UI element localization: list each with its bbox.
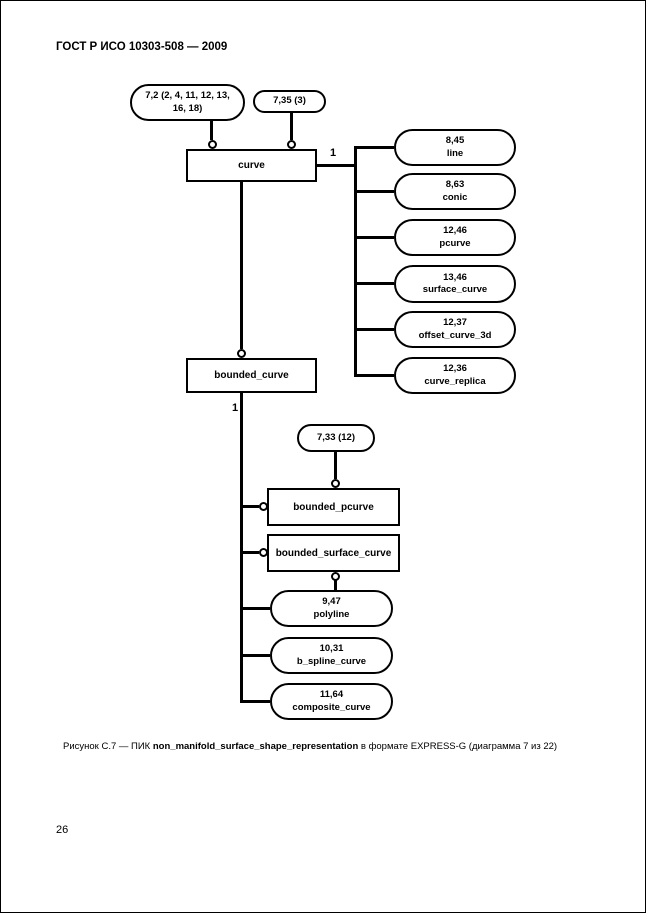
connector-circle [237, 349, 246, 358]
entity-bounded-curve: bounded_curve [186, 358, 317, 393]
oval-line-label: line [446, 147, 464, 159]
figure-caption: Рисунок С.7 — ПИК non_manifold_surface_s… [63, 741, 603, 752]
oval-composite-curve: 11,64 composite_curve [270, 683, 393, 720]
page-ref-oval-733: 7,33 (12) [297, 424, 375, 452]
oval-polyline: 9,47 polyline [270, 590, 393, 627]
entity-bounded-surface-curve-label: bounded_surface_curve [275, 547, 392, 559]
oval-pcurve-ref: 12,46 [443, 225, 467, 237]
page-ref-733-text: 7,33 (12) [316, 431, 356, 443]
connector-line [316, 164, 357, 167]
figure-caption-suffix: в формате EXPRESS-G (диаграмма 7 из 22) [358, 741, 558, 752]
oval-b-spline-curve-ref: 10,31 [319, 643, 344, 655]
oval-offset-curve-3d-ref: 12,37 [443, 317, 467, 329]
page-ref-oval-2: 7,35 (3) [253, 90, 326, 113]
oval-line-ref: 8,45 [445, 135, 465, 147]
connector-line [290, 111, 293, 140]
connector-line [356, 146, 394, 149]
connector-line [356, 190, 394, 193]
entity-curve: curve [186, 149, 317, 182]
oval-pcurve-label: pcurve [439, 237, 471, 249]
connector-line [240, 181, 243, 349]
document-header: ГОСТ Р ИСО 10303-508 — 2009 [56, 41, 228, 53]
connector-circle [208, 140, 217, 149]
page-ref-oval-main: 7,2 (2, 4, 11, 12, 13, 16, 18) [130, 84, 245, 121]
connector-line [334, 452, 337, 479]
oval-curve-replica: 12,36 curve_replica [394, 357, 516, 394]
oval-composite-curve-label: composite_curve [292, 701, 371, 713]
oval-polyline-label: polyline [313, 608, 350, 620]
connector-line [356, 236, 394, 239]
oval-composite-curve-ref: 11,64 [319, 689, 344, 701]
connector-line [334, 580, 337, 591]
figure-caption-prefix: Рисунок С.7 — ПИК [63, 741, 153, 752]
oval-line: 8,45 line [394, 129, 516, 166]
connector-line [356, 282, 394, 285]
connector-line [210, 119, 213, 140]
oval-conic-label: conic [442, 191, 468, 203]
connector-line [242, 700, 270, 703]
page-ref-main-text: 7,2 (2, 4, 11, 12, 13, 16, 18) [145, 90, 230, 114]
connector-line [242, 551, 259, 554]
connector-circle [287, 140, 296, 149]
oval-curve-replica-ref: 12,36 [443, 363, 467, 375]
cardinality-label-curve: 1 [329, 147, 337, 159]
oval-polyline-ref: 9,47 [322, 596, 341, 608]
connector-line [242, 505, 259, 508]
connector-circle [331, 479, 340, 488]
figure-caption-entity: non_manifold_surface_shape_representatio… [152, 741, 359, 752]
connector-line [242, 654, 270, 657]
oval-surface-curve-ref: 13,46 [443, 271, 467, 283]
connector-line [356, 328, 394, 331]
connector-line [356, 374, 394, 377]
oval-offset-curve-3d-label: offset_curve_3d [418, 329, 492, 341]
page-ref-2-text: 7,35 (3) [273, 95, 306, 107]
entity-bounded-surface-curve: bounded_surface_curve [267, 534, 400, 572]
connector-line [242, 607, 270, 610]
entity-bounded-pcurve-label: bounded_pcurve [293, 501, 374, 513]
entity-bounded-pcurve: bounded_pcurve [267, 488, 400, 526]
oval-b-spline-curve: 10,31 b_spline_curve [270, 637, 393, 674]
oval-surface-curve: 13,46 surface_curve [394, 265, 516, 303]
oval-curve-replica-label: curve_replica [424, 375, 486, 387]
entity-bounded-curve-label: bounded_curve [214, 370, 289, 381]
connector-trunk [354, 146, 357, 377]
oval-surface-curve-label: surface_curve [422, 284, 488, 295]
page-number: 26 [56, 824, 69, 836]
oval-conic: 8,63 conic [394, 173, 516, 210]
oval-b-spline-curve-label: b_spline_curve [296, 655, 367, 667]
oval-pcurve: 12,46 pcurve [394, 219, 516, 256]
entity-curve-label: curve [238, 160, 265, 171]
cardinality-label-bounded-curve: 1 [231, 402, 239, 414]
oval-conic-ref: 8,63 [445, 179, 465, 191]
oval-offset-curve-3d: 12,37 offset_curve_3d [394, 311, 516, 348]
connector-trunk [240, 393, 243, 703]
